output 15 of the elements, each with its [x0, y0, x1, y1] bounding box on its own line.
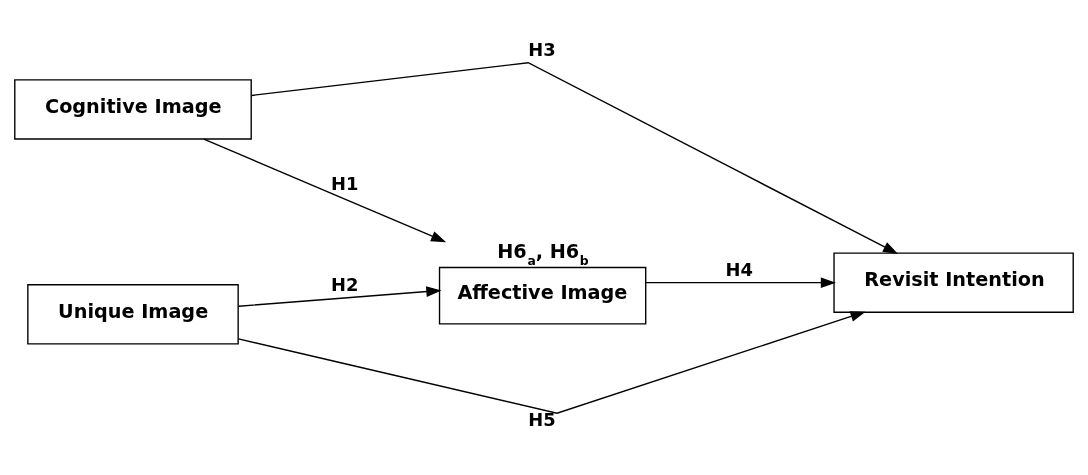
- edge-label: H3: [528, 38, 556, 60]
- node-box: Cognitive Image: [14, 78, 252, 140]
- edge-label: H5: [528, 408, 556, 430]
- arrow: [250, 61, 899, 254]
- edge-label: H4: [725, 258, 753, 280]
- arrow: [203, 137, 447, 242]
- edge-label: H1: [330, 172, 359, 194]
- node-box: Affective Image: [438, 266, 647, 325]
- arrow: [237, 310, 866, 414]
- node-box: Unique Image: [27, 283, 239, 345]
- node-box: Revisit Intention: [833, 251, 1074, 313]
- arrow: [645, 276, 836, 288]
- node-label: H6$_{a}$, H6$_{b}$: [497, 239, 589, 268]
- arrow: [237, 285, 442, 307]
- edge-label: H2: [330, 273, 359, 295]
